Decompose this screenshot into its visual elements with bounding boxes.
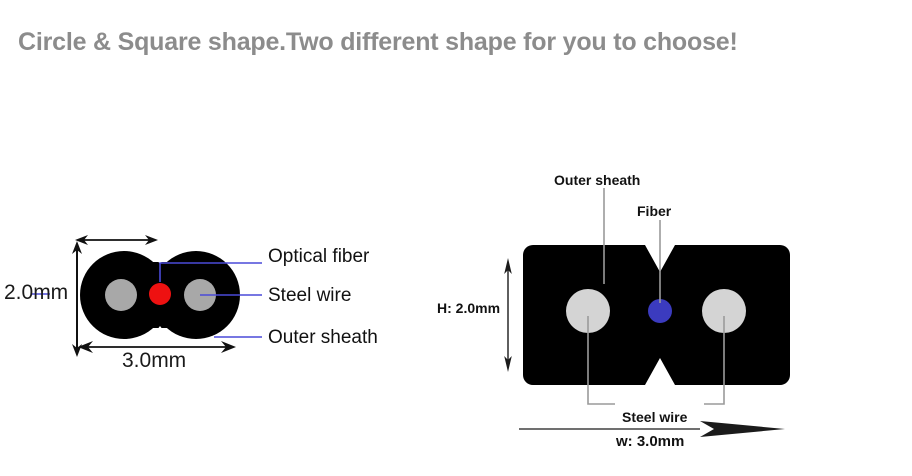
right-callout-steel-wire: Steel wire (622, 409, 688, 425)
right-leader-steel-wire-2 (704, 316, 725, 405)
left-height-label: 2.0mm (4, 281, 69, 304)
left-width-arrow-right (221, 341, 236, 353)
left-width-label: 3.0mm (122, 349, 187, 372)
left-callout-outer-sheath: Outer sheath (268, 327, 378, 348)
left-optical-fiber (149, 283, 171, 305)
right-width-arrow-right (700, 421, 785, 437)
right-callout-outer-sheath: Outer sheath (554, 172, 641, 188)
left-top-arrow-right (145, 235, 158, 245)
right-height-label: H: 2.0mm (437, 300, 501, 316)
right-height-arrow-top (504, 258, 512, 274)
left-leader-optical-fiber (159, 262, 262, 282)
page-title: Circle & Square shape.Two different shap… (18, 28, 738, 56)
right-leader-steel-wire-1 (587, 316, 615, 405)
left-notch-top (150, 251, 170, 264)
left-callout-steel-wire: Steel wire (268, 285, 352, 306)
left-top-arrow-left (75, 235, 88, 245)
left-height-arrow-top (72, 241, 82, 254)
right-optical-fiber (648, 299, 672, 323)
left-callout-optical-fiber: Optical fiber (268, 246, 370, 267)
left-width-arrow-left (78, 341, 93, 353)
left-steel-wire-1 (105, 279, 137, 311)
right-callout-fiber: Fiber (637, 203, 672, 219)
right-steel-wire-1 (566, 289, 610, 333)
right-height-arrow-bottom (504, 356, 512, 372)
left-notch-bottom (150, 326, 170, 339)
right-steel-wire-2 (702, 289, 746, 333)
right-width-label: w: 3.0mm (616, 433, 685, 450)
